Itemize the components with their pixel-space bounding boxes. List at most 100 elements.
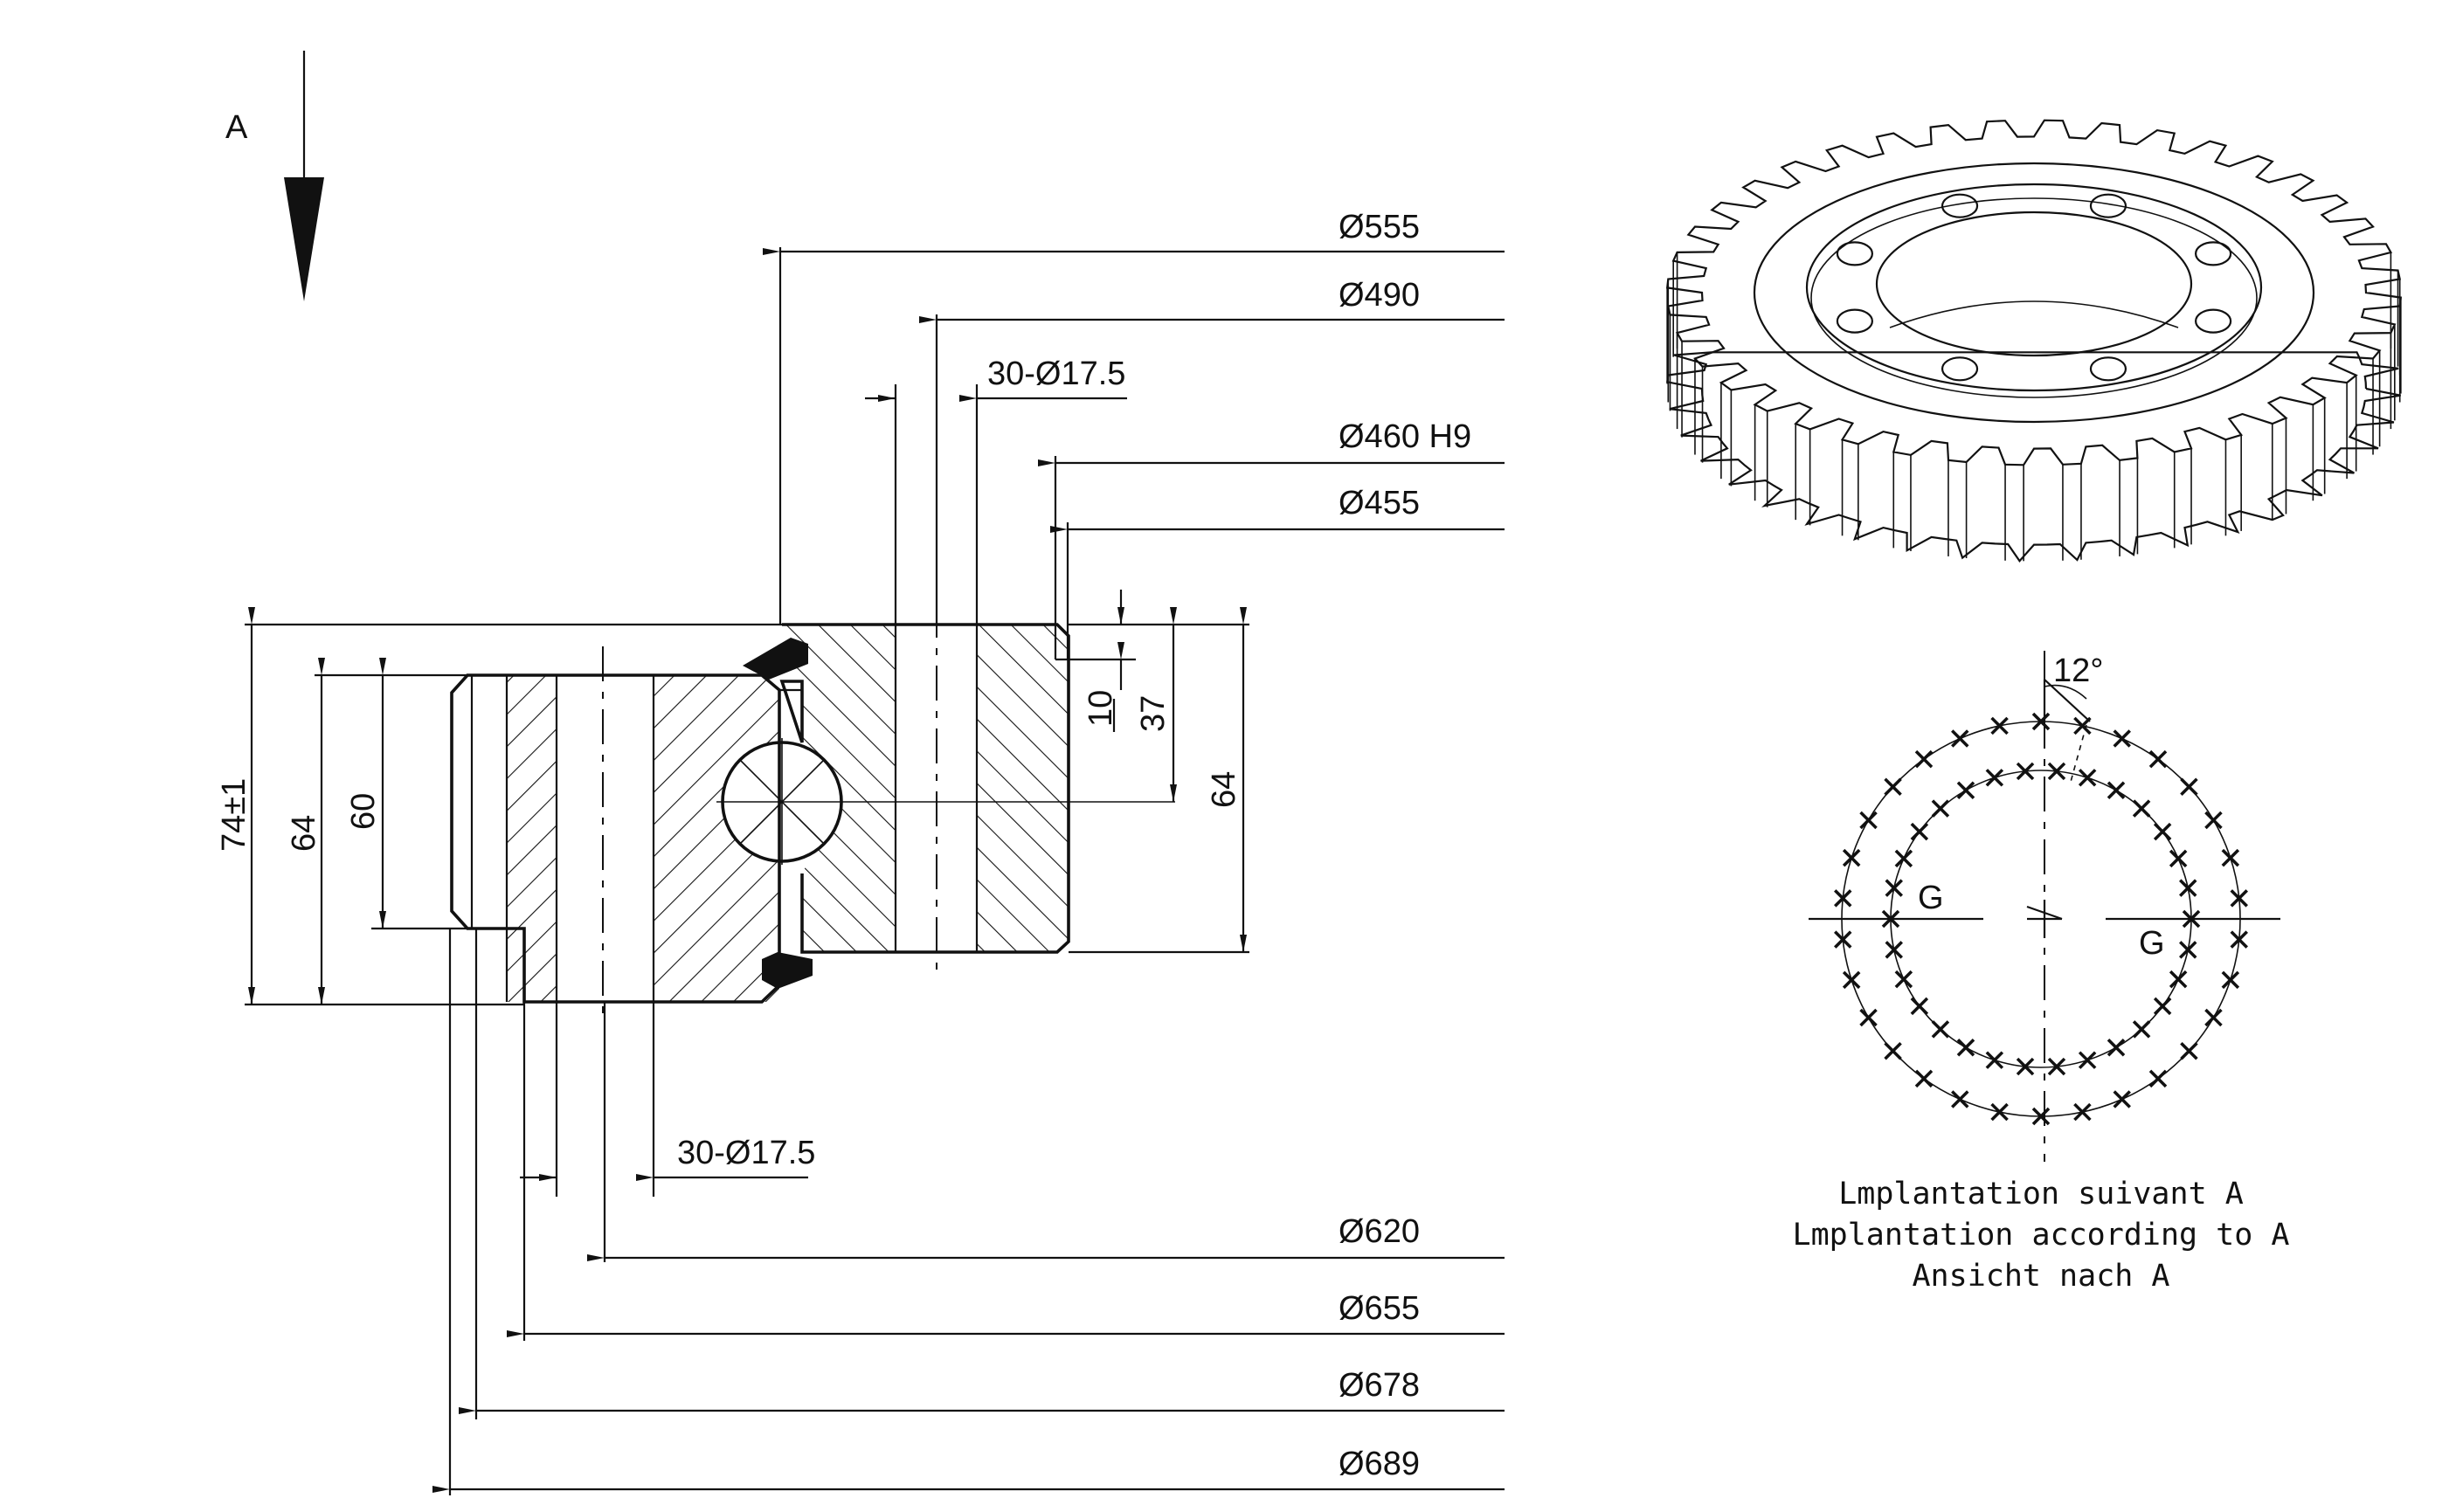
inner-hole-mark	[2107, 781, 2126, 800]
pattern-caption: Lmplantation suivant A Lmplantation acco…	[1793, 1177, 2290, 1294]
dim-d555-label: Ø555	[1339, 209, 1420, 245]
inner-hole-mark	[2016, 762, 2035, 781]
gear-bolt-hole	[1836, 308, 1873, 334]
outer-hole-mark	[2204, 1008, 2223, 1027]
outer-hole-mark	[1990, 1102, 2009, 1122]
inner-hole-mark	[2182, 909, 2201, 929]
outer-hole-mark	[2073, 1102, 2092, 1122]
outer-hole-mark	[1884, 777, 1902, 797]
outer-hole-mark	[2113, 1090, 2131, 1108]
outer-hole-mark	[1990, 716, 2009, 735]
gear-bolt-hole	[1941, 193, 1979, 218]
inner-hole-mark	[2107, 1038, 2126, 1057]
inner-hole-mark	[2047, 1057, 2066, 1076]
outer-hole-mark	[1859, 811, 1878, 830]
inner-hole-mark	[2016, 1057, 2035, 1076]
inner-hole-mark	[1956, 1038, 1975, 1057]
outer-hole-mark	[2204, 811, 2223, 830]
gear-bolt-hole	[2089, 193, 2127, 218]
inner-hole-mark	[2132, 799, 2151, 818]
outer-hole-mark	[2031, 712, 2051, 731]
pattern-angle-label: 12°	[2053, 652, 2103, 689]
caption-line-en: Lmplantation according to A	[1793, 1218, 2290, 1253]
outer-hole-mark	[2230, 889, 2248, 908]
inner-hole-mark	[1894, 970, 1913, 989]
dim-d455-label: Ø455	[1339, 485, 1420, 521]
inner-hole-mark	[1885, 941, 1903, 959]
inner-hole-mark	[1910, 822, 1929, 841]
dim-holes-top-label: 30-Ø17.5	[987, 356, 1125, 392]
gear-3d-view	[1665, 119, 2403, 563]
inner-hole-mark	[1881, 909, 1900, 929]
outer-hole-mark	[1951, 729, 1969, 748]
gear-bolt-hole	[2089, 356, 2127, 382]
outer-hole-mark	[1914, 749, 1934, 769]
outer-hole-mark	[1951, 1090, 1969, 1108]
outer-hole-mark	[1859, 1008, 1878, 1027]
inner-hole-mark	[1985, 769, 2004, 787]
caption-line-de: Ansicht nach A	[1912, 1259, 2169, 1294]
gear-inner-ring	[1805, 183, 2263, 392]
pattern-g-left-label: G	[1918, 880, 1944, 916]
dim-h64-left-label: 64	[286, 815, 322, 852]
dim-d655-label: Ø655	[1339, 1290, 1420, 1327]
gear-teeth	[1665, 119, 2403, 466]
outer-hole-mark	[2031, 1107, 2051, 1126]
gear-bolt-hole	[2195, 308, 2232, 334]
inner-hole-mark	[2179, 879, 2197, 897]
outer-hole-mark	[1914, 1069, 1934, 1088]
inner-hole-mark	[2132, 1020, 2151, 1039]
outer-hole-mark	[1834, 930, 1852, 949]
bottom-dimensions: 30-Ø17.5 Ø620 Ø655 Ø678 Ø689	[432, 929, 1505, 1495]
dim-d460-label: Ø460 H9	[1339, 418, 1471, 455]
outer-hole-mark	[2221, 970, 2240, 990]
pattern-g-right-label: G	[2139, 925, 2165, 962]
inner-hole-mark	[1910, 997, 1929, 1016]
cross-section	[450, 603, 1175, 1022]
gear-bolt-hole	[1941, 356, 1979, 382]
dim-h64-right-label: 64	[1206, 771, 1242, 808]
inner-hole-mark	[2047, 762, 2066, 781]
gear-bolt-hole	[2195, 241, 2232, 266]
inner-hole-mark	[1931, 799, 1950, 818]
dim-holes-bot-label: 30-Ø17.5	[677, 1135, 815, 1171]
dim-d620-label: Ø620	[1339, 1213, 1420, 1250]
dim-h60-label: 60	[345, 793, 382, 830]
dim-d689-label: Ø689	[1339, 1446, 1420, 1482]
outer-hole-mark	[2148, 749, 2168, 769]
outer-hole-mark	[2113, 729, 2131, 748]
inner-hole-mark	[1956, 781, 1975, 800]
height-dimensions: 74±1 64 60 10 37 64	[216, 590, 1249, 1006]
outer-hole-mark	[1834, 889, 1852, 908]
hole-pattern-view: 12° G G	[1809, 651, 2280, 1162]
view-arrow: A	[225, 51, 324, 301]
inner-hole-mark	[2179, 941, 2197, 959]
top-dimensions: Ø555 Ø490 30-Ø17.5 Ø460 H9 Ø455	[763, 209, 1505, 659]
inner-hole-mark	[1885, 879, 1903, 897]
view-arrow-label: A	[225, 109, 248, 146]
dim-h74-label: 74±1	[216, 778, 253, 852]
dim-h37-label: 37	[1135, 695, 1172, 732]
gear-bore	[1875, 211, 2193, 357]
outer-hole-mark	[2230, 930, 2248, 949]
gear-bottom-edge	[1666, 351, 2401, 563]
inner-hole-mark	[2078, 769, 2097, 787]
dim-d490-label: Ø490	[1339, 277, 1420, 314]
inner-hole-mark	[1931, 1020, 1950, 1039]
caption-line-fr: Lmplantation suivant A	[1838, 1177, 2244, 1212]
inner-hole-mark	[2153, 997, 2172, 1016]
gear-face-ring	[1753, 162, 2315, 424]
outer-hole-mark	[1884, 1041, 1902, 1060]
outer-hole-mark	[1842, 970, 1861, 990]
inner-hole-mark	[2153, 822, 2172, 841]
inner-hole-mark	[2078, 1051, 2097, 1069]
outer-hole-mark	[2180, 777, 2198, 797]
inner-hole-mark	[1894, 849, 1913, 868]
outer-hole-mark	[2221, 848, 2240, 867]
inner-hole-mark	[1985, 1051, 2004, 1069]
outer-hole-mark	[2148, 1069, 2168, 1088]
dim-d678-label: Ø678	[1339, 1367, 1420, 1404]
inner-hole-mark	[2169, 970, 2188, 989]
gear-bolt-hole	[1836, 241, 1873, 266]
